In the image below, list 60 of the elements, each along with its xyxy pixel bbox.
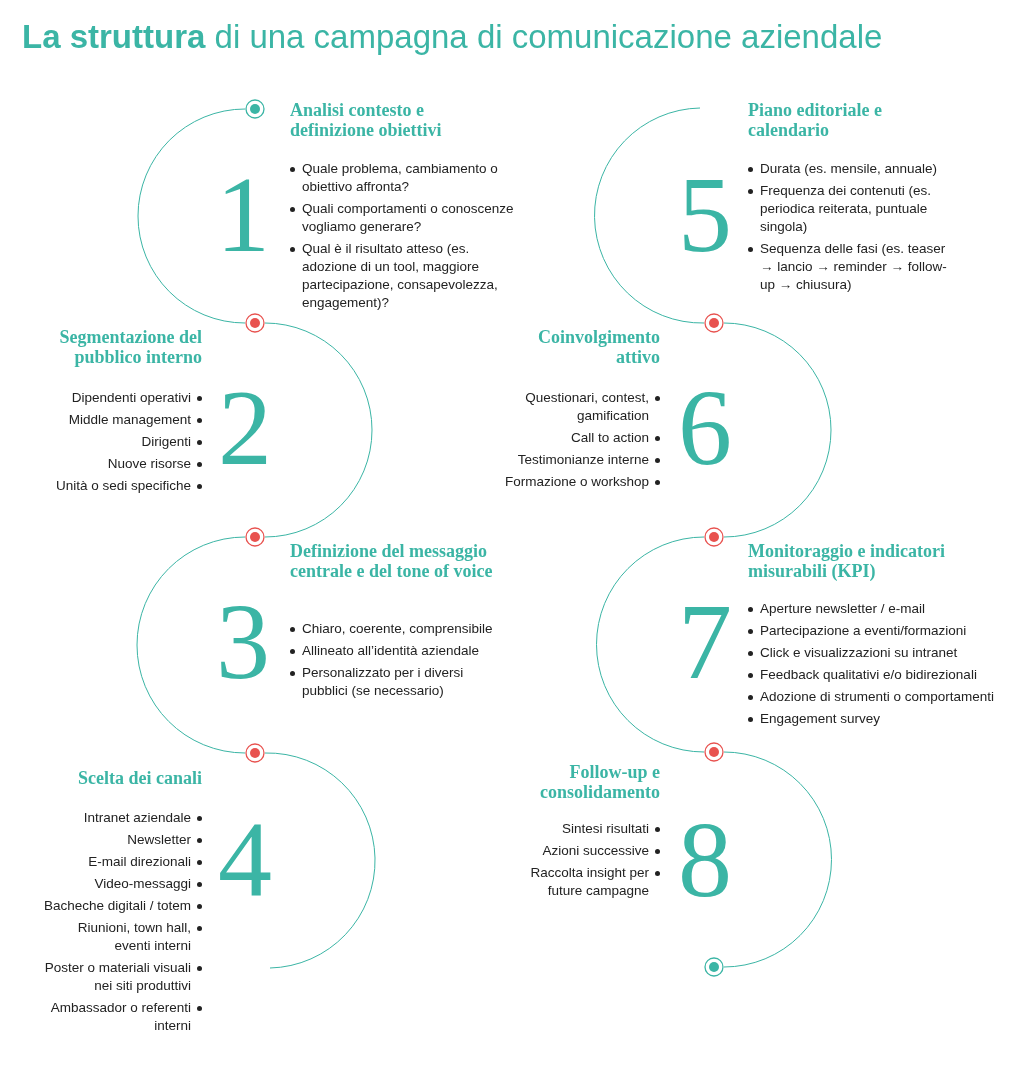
step-number: 6 [677, 386, 733, 470]
step-heading: Definizione del messaggio centrale e del tone of voice [290, 541, 494, 581]
list-item: Middle management [68, 411, 191, 429]
list-item: Frequenza dei contenuti (es. periodica reiterata, puntuale singola) [760, 182, 933, 236]
step-number: 5 [677, 173, 733, 257]
list-item: Riunioni, town hall, eventi interni [76, 919, 191, 955]
list-item: Aperture newsletter / e-mail [760, 600, 926, 618]
list-item: Personalizzato per i diversi pubblici (se necessario) [302, 664, 465, 700]
list-item: Unità o sedi specifiche [55, 477, 191, 495]
list-item: Chiaro, coerente, comprensibile [302, 620, 493, 638]
list-item: Intranet aziendale [83, 809, 191, 827]
list-item: Formazione o workshop [504, 473, 649, 491]
list-item: Engagement survey [760, 710, 881, 728]
list-item: Allineato all’identità aziendale [302, 642, 480, 660]
connector-arc [137, 108, 246, 324]
list-item: Call to action [570, 429, 649, 447]
list-item: Poster o materiali visuali nei siti produttivi [43, 959, 191, 995]
list-item: Bacheche digitali / totem [43, 897, 191, 915]
list-item: Sequenza delle fasi (es. teaser → lancio → reminder → follow-up → chiusura) [760, 240, 948, 294]
connector-arc [594, 107, 705, 324]
step-number: 4 [217, 818, 273, 902]
list-item: Ambassador o referenti interni [49, 999, 191, 1035]
step-heading: Follow-up e consolidamento [539, 762, 660, 802]
list-item: Raccolta insight per future campagne [529, 864, 649, 900]
list-item: Newsletter [127, 831, 191, 849]
step-heading: Segmentazione del pubblico interno [58, 327, 202, 367]
step-heading: Monitoraggio e indicatori misurabili (KPI) [748, 541, 946, 581]
connector-arc [596, 536, 705, 753]
connector-arc [723, 751, 832, 968]
step-number: 7 [677, 600, 733, 684]
list-item: Quali comportamenti o conoscenze vogliamo generare? [302, 200, 515, 236]
list-item: E-mail direzionali [88, 853, 191, 871]
connector-arc [136, 536, 246, 754]
list-item: Dipendenti operativi [71, 389, 191, 407]
step-heading: Scelta dei canali [77, 768, 202, 788]
list-item: Quale problema, cambiamento o obiettivo affronta? [302, 160, 499, 196]
list-item: Video-messaggi [94, 875, 191, 893]
step-number: 1 [215, 173, 271, 257]
step-number: 3 [215, 600, 271, 684]
connector-arc [264, 322, 373, 538]
connector-arc [264, 752, 376, 969]
list-item: Nuove risorse [107, 455, 191, 473]
list-item: Feedback qualitativi e/o bidirezionali [760, 666, 977, 684]
list-item: Dirigenti [141, 433, 191, 451]
list-item: Sintesi risultati [561, 820, 649, 838]
list-item: Qual è il risultato atteso (es. adozione di un tool, maggiore partecipazione, consapevolezza, engagement)? [302, 240, 499, 312]
list-item: Azioni successive [542, 842, 649, 860]
step-heading: Coinvolgimento attivo [537, 327, 660, 367]
step-number: 2 [217, 386, 273, 470]
list-item: Questionari, contest, gamification [524, 389, 649, 425]
list-item: Durata (es. mensile, annuale) [760, 160, 938, 178]
step-number: 8 [677, 818, 733, 902]
title: La struttura di una campagna di comunicazione aziendale [22, 18, 883, 56]
step-heading: Piano editoriale e calendario [748, 100, 883, 140]
list-item: Testimonianze interne [517, 451, 649, 469]
step-heading: Analisi contesto e definizione obiettivi [290, 100, 443, 140]
list-item: Click e visualizzazioni su intranet [760, 644, 958, 662]
list-item: Adozione di strumenti o comportamenti [760, 688, 995, 706]
list-item: Partecipazione a eventi/formazioni [760, 622, 967, 640]
connector-arc [723, 322, 832, 538]
